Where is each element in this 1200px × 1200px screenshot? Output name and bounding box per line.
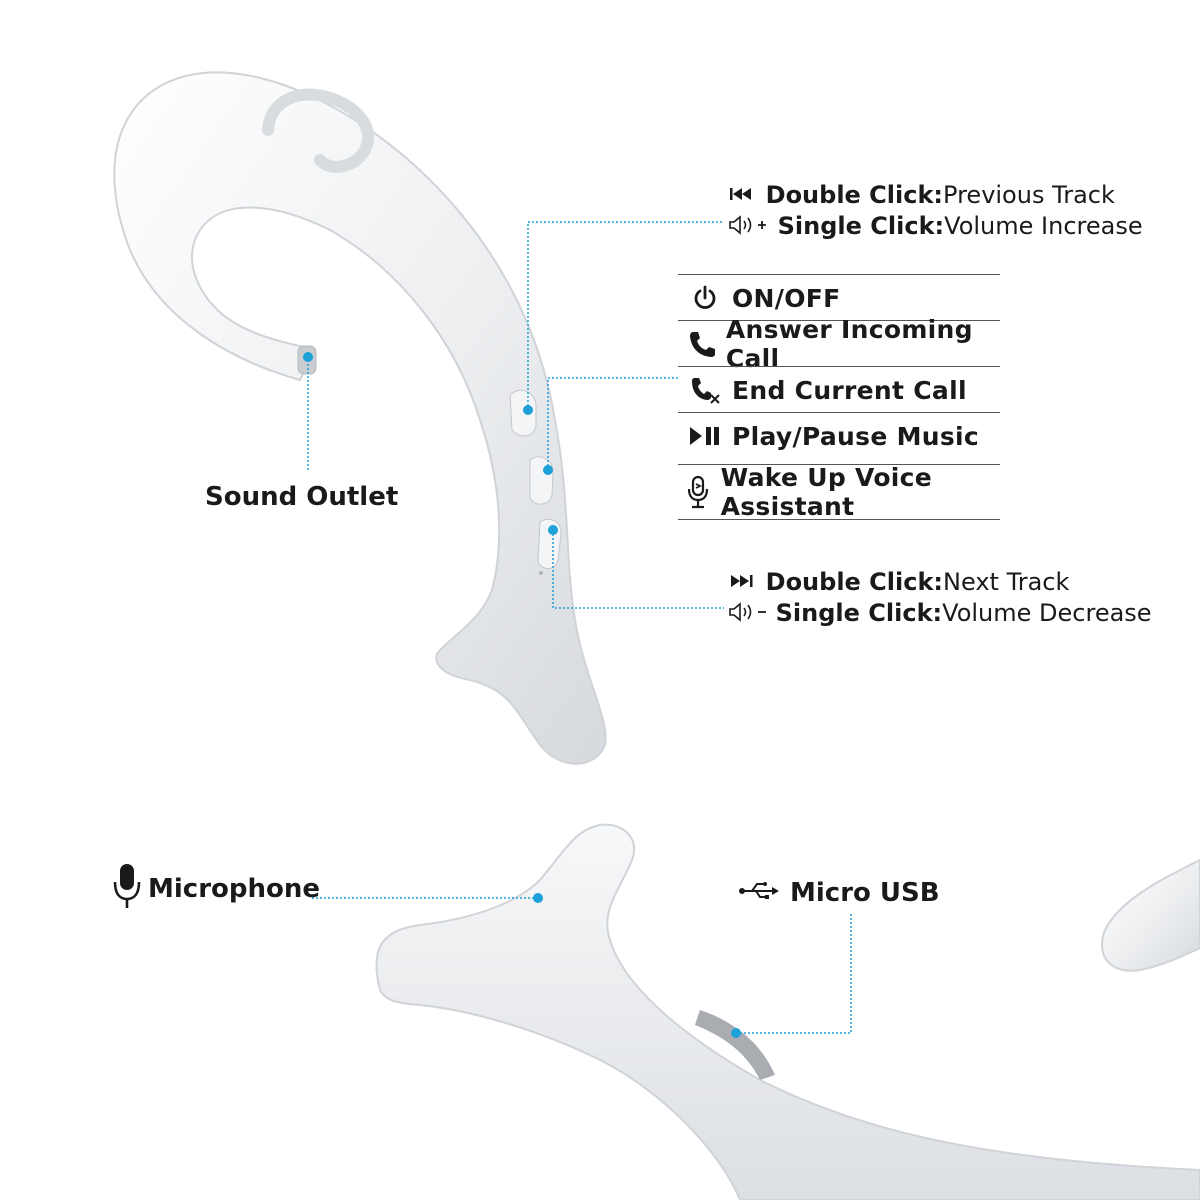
microphone-callout: Microphone [112, 862, 320, 915]
control-label-answer-call: Answer Incoming Call [725, 315, 973, 373]
control-row-voice-assistant: Wake Up Voice Assistant [678, 463, 1000, 521]
voice-assistant-icon [678, 474, 721, 510]
control-row-end-call: End Current Call [678, 366, 1000, 413]
control-row-play-pause: Play/Pause Music [678, 412, 1000, 459]
previous-track-label: Previous Track [943, 181, 1115, 209]
play-pause-icon [678, 425, 732, 447]
microphone-icon [112, 862, 142, 915]
volume-up-label: Volume Increase [944, 212, 1143, 240]
volume-up-callout: Single Click:Volume Increase [728, 214, 1143, 240]
control-label-end-call: End Current Call [732, 375, 967, 405]
next-track-callout: Double Click:Next Track [728, 570, 1069, 595]
volume-down-label: Volume Decrease [942, 599, 1152, 627]
control-row-answer-call: Answer Incoming Call [678, 315, 1000, 373]
next-track-action: Double Click: [765, 568, 944, 596]
control-label-power: ON/OFF [732, 283, 841, 313]
previous-track-action: Double Click: [765, 181, 944, 209]
micro-usb-label: Micro USB [790, 878, 940, 908]
volume-down-icon [728, 601, 768, 627]
micro-usb-callout: Micro USB [738, 880, 940, 906]
previous-track-icon [728, 184, 758, 208]
microphone-label: Microphone [148, 873, 321, 904]
usb-icon [738, 880, 780, 906]
sound-outlet-label: Sound Outlet [205, 482, 399, 512]
volume-up-action: Single Click: [777, 212, 945, 240]
volume-down-action: Single Click: [775, 599, 943, 627]
power-icon [678, 284, 732, 312]
volume-down-callout: Single Click:Volume Decrease [728, 601, 1152, 627]
control-label-play-pause: Play/Pause Music [732, 421, 980, 451]
control-row-power: ON/OFF [678, 274, 1000, 321]
next-track-label: Next Track [943, 568, 1070, 596]
previous-track-callout: Double Click:Previous Track [728, 183, 1115, 208]
next-track-icon [728, 571, 758, 595]
earhook-bottom [375, 823, 1200, 1200]
connector-dots [303, 352, 741, 1038]
volume-up-icon [728, 214, 770, 240]
leader-lines [307, 221, 852, 1034]
earhook-top [113, 71, 607, 765]
phone-icon [678, 329, 726, 359]
control-label-voice-assistant: Wake Up Voice Assistant [720, 463, 933, 521]
end-call-icon [678, 375, 732, 405]
